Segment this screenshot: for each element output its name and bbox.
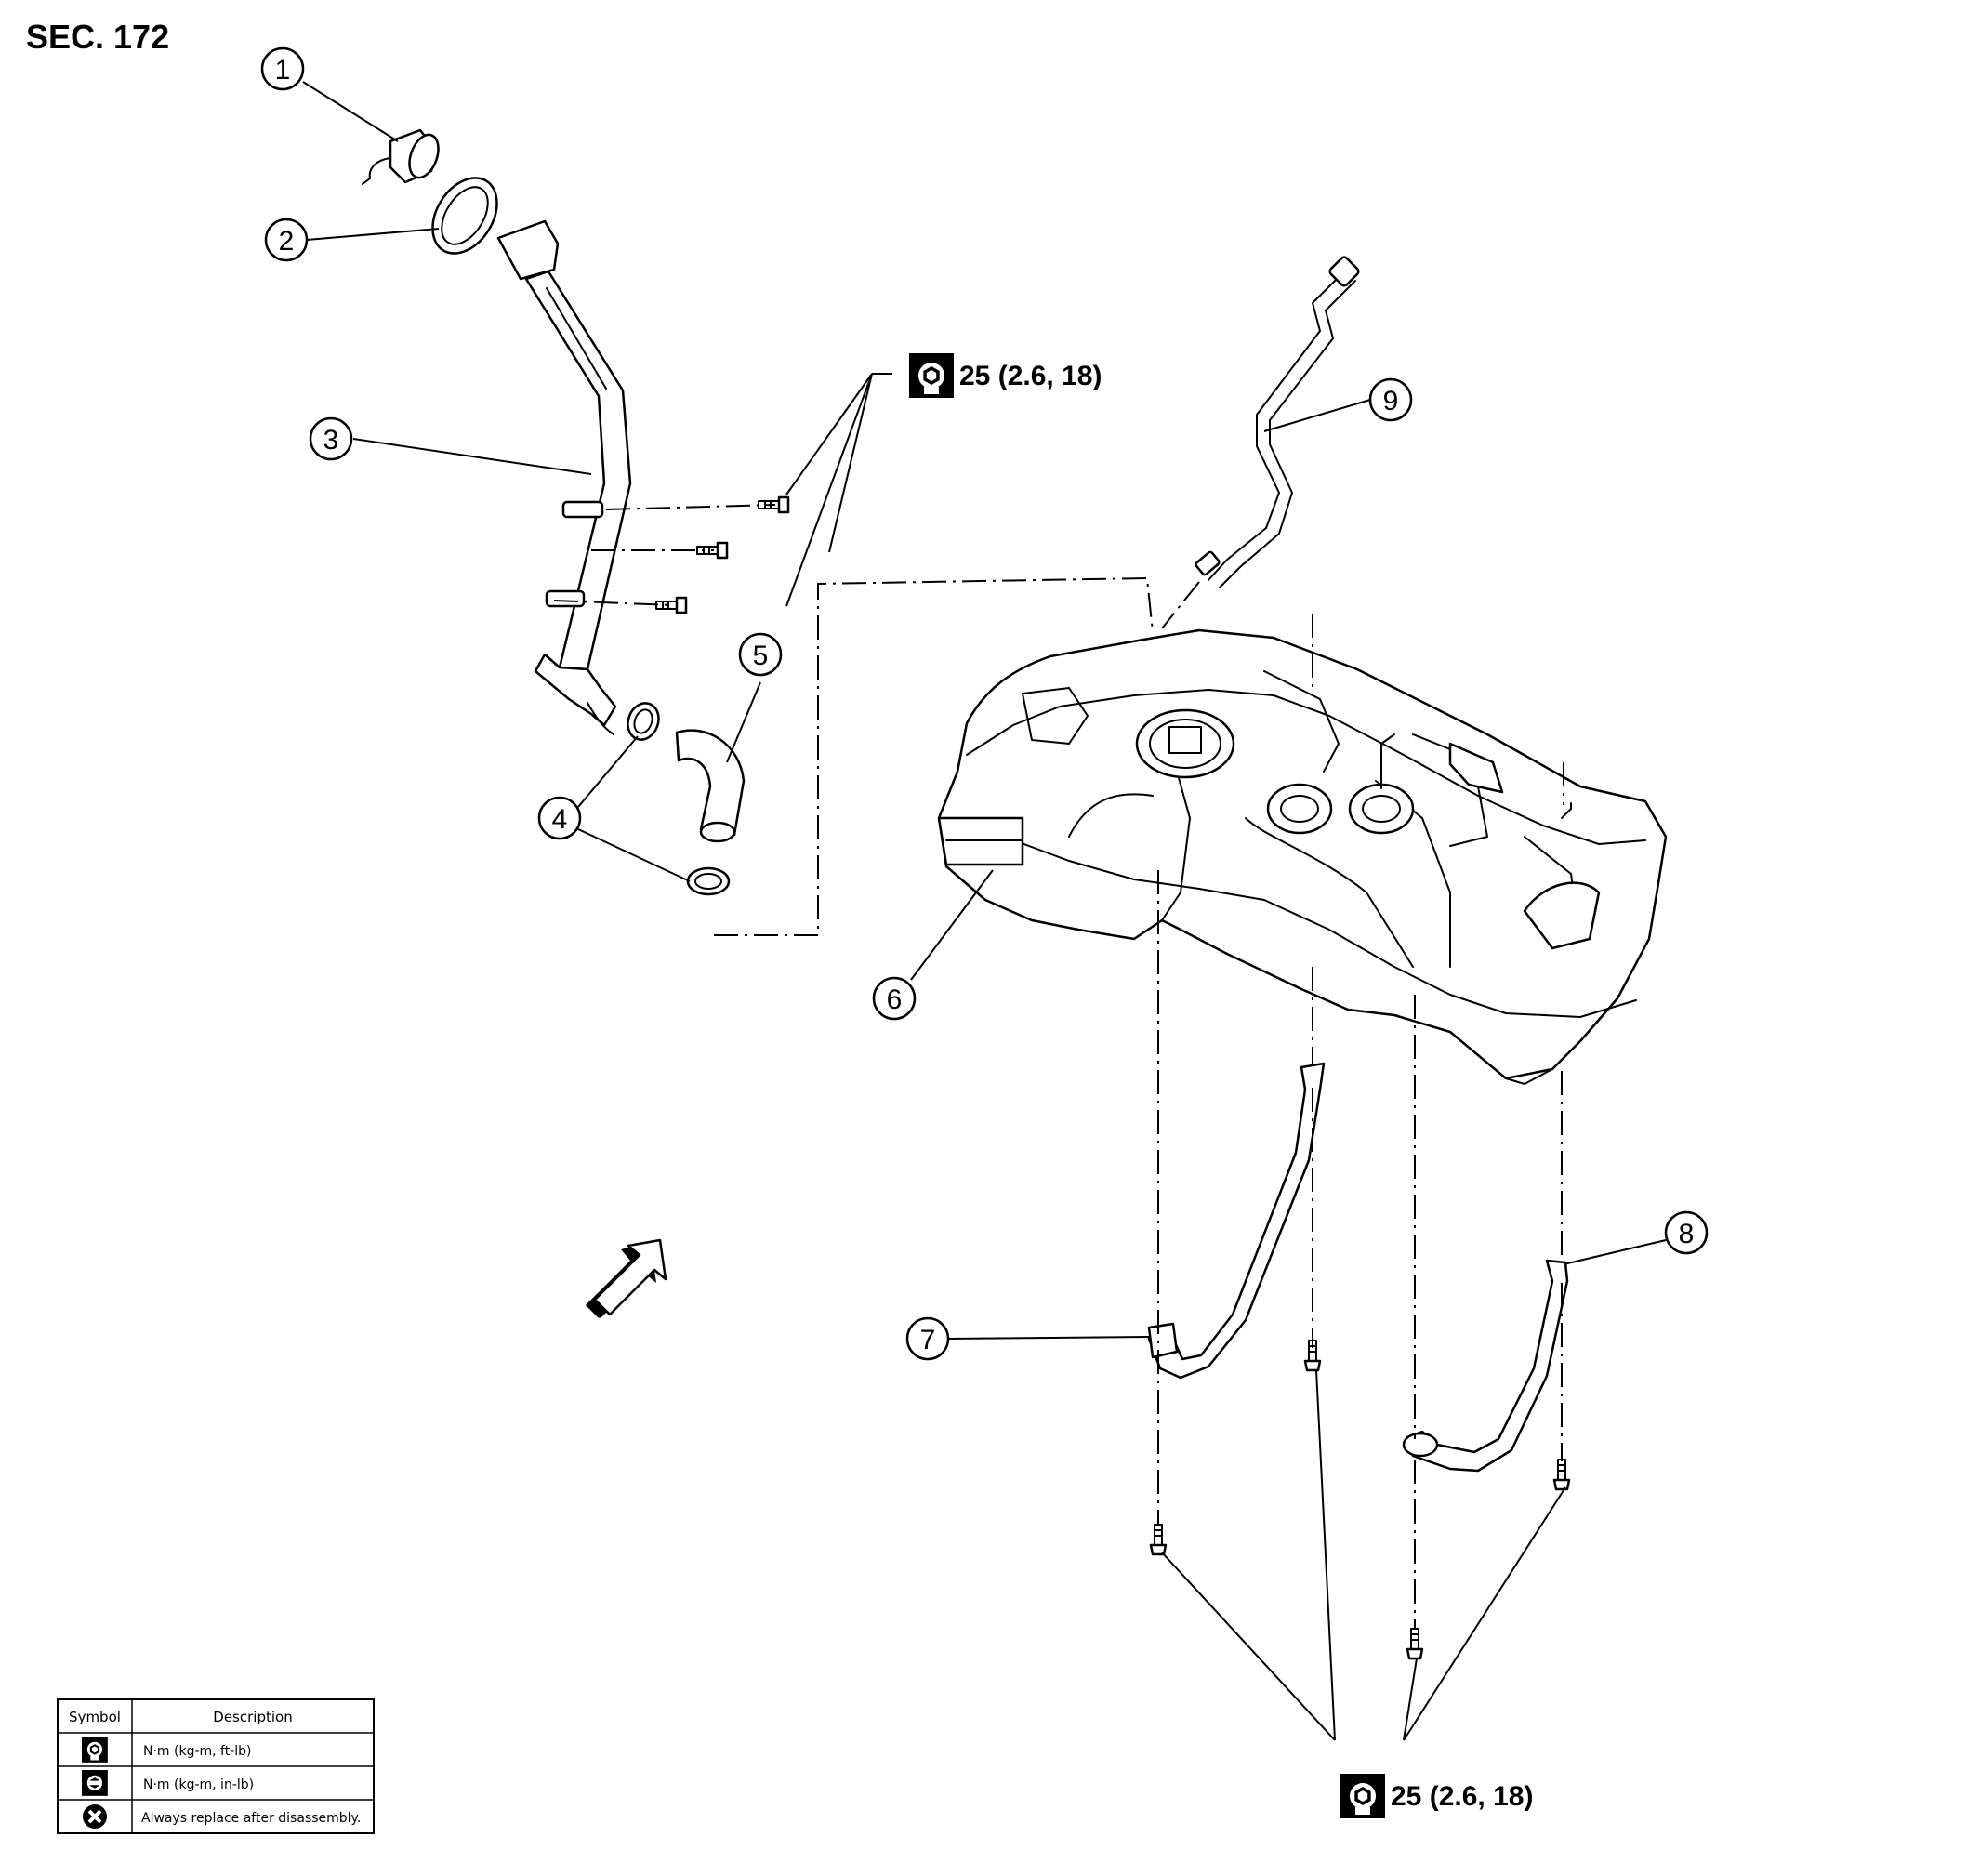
bolt-band-3 — [1406, 1627, 1424, 1660]
callout-7: 7 — [905, 1316, 950, 1361]
tank-mounting-band-left — [1147, 1062, 1326, 1380]
svg-text:25 (2.6, 18): 25 (2.6, 18) — [1391, 1781, 1533, 1812]
callout-9: 9 — [1368, 377, 1413, 422]
filler-gasket — [431, 177, 498, 255]
tank-mounting-band-right — [1402, 1259, 1569, 1473]
callout-6: 6 — [872, 976, 917, 1021]
svg-text:2: 2 — [279, 226, 295, 257]
svg-text:25 (2.6, 18): 25 (2.6, 18) — [959, 361, 1102, 391]
svg-text:8: 8 — [1679, 1219, 1695, 1249]
vapor-vent-tube — [1195, 256, 1360, 588]
svg-text:3: 3 — [323, 425, 339, 456]
alignment-lines — [553, 504, 1564, 1629]
torque-nm-kgm-inlb-icon — [82, 1770, 108, 1796]
svg-text:6: 6 — [887, 984, 903, 1015]
torque-spec-upper: 25 (2.6, 18) — [909, 353, 1102, 398]
torque-wrench-icon — [1340, 1774, 1385, 1818]
always-replace-icon — [83, 1804, 107, 1829]
torque-spec-lower: 25 (2.6, 18) — [1340, 1774, 1533, 1818]
fuel-filler-tube — [496, 219, 632, 735]
svg-text:4: 4 — [552, 804, 568, 835]
legend-header-description: Description — [213, 1709, 292, 1725]
bolt-band-4 — [1552, 1458, 1571, 1491]
callout-4: 4 — [537, 796, 582, 840]
svg-text:5: 5 — [753, 641, 769, 671]
legend-row-2: N·m (kg-m, in-lb) — [143, 1777, 254, 1792]
callout-2: 2 — [264, 218, 309, 262]
torque-nm-kgm-ftlb-icon — [82, 1737, 108, 1763]
bolt-tube-3 — [654, 596, 688, 614]
legend-header-symbol: Symbol — [69, 1709, 121, 1725]
hose-clamp-upper — [627, 702, 660, 741]
legend-row-3: Always replace after disassembly. — [141, 1811, 361, 1826]
bolt-band-2 — [1149, 1523, 1168, 1556]
front-direction-arrow-icon — [586, 1238, 667, 1318]
filler-hose — [675, 729, 746, 843]
hose-clamp-lower — [686, 866, 731, 896]
callout-leaders — [302, 81, 1667, 1340]
svg-text:1: 1 — [275, 55, 291, 86]
svg-text:9: 9 — [1383, 386, 1399, 416]
torque-wrench-icon — [909, 353, 954, 398]
svg-text:7: 7 — [920, 1325, 936, 1355]
fuel-tank — [937, 628, 1668, 1085]
legend-row-1: N·m (kg-m, ft-lb) — [143, 1744, 252, 1759]
section-label: SEC. 172 — [26, 18, 169, 56]
torque-leaders — [785, 373, 1566, 1741]
callout-5: 5 — [738, 632, 783, 677]
callout-8: 8 — [1664, 1210, 1709, 1255]
fuel-filler-cap — [362, 128, 440, 185]
callout-3: 3 — [309, 416, 353, 461]
callout-1: 1 — [260, 46, 305, 91]
symbol-legend: Symbol Description N·m (kg-m, ft-lb) N·m… — [57, 1698, 375, 1834]
